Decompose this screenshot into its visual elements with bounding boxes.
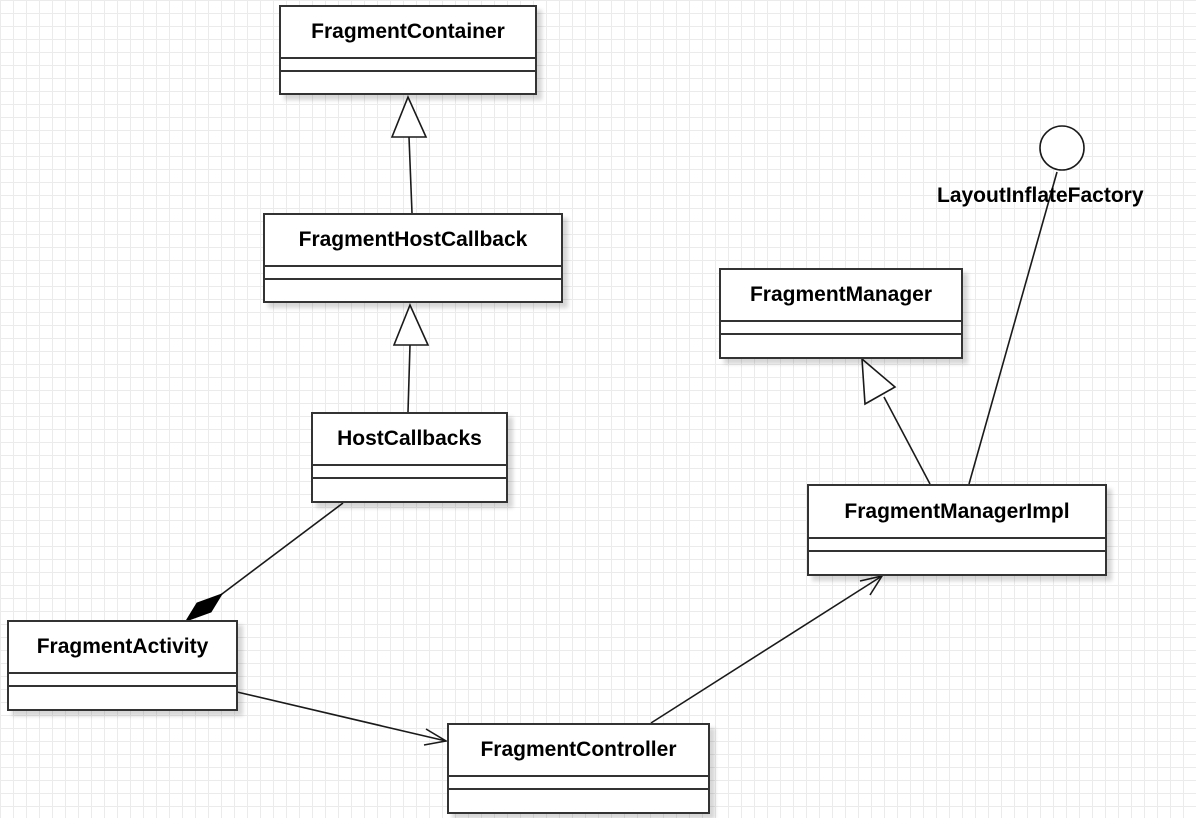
class-attributes-compartment	[449, 777, 708, 790]
class-fragment-manager[interactable]: FragmentManager	[719, 268, 963, 359]
association-activity-to-controller	[236, 691, 447, 742]
class-fragment-manager-impl[interactable]: FragmentManagerImpl	[807, 484, 1107, 576]
generalization-hostcallback-to-container	[408, 136, 413, 214]
class-operations-compartment	[265, 280, 561, 292]
class-attributes-compartment	[721, 322, 961, 335]
class-name: FragmentActivity	[9, 622, 236, 674]
class-operations-compartment	[449, 790, 708, 802]
interface-lollipop-icon	[1039, 125, 1085, 171]
class-attributes-compartment	[809, 539, 1105, 552]
class-attributes-compartment	[313, 466, 506, 479]
class-name: FragmentManagerImpl	[809, 486, 1105, 539]
class-name: FragmentHostCallback	[265, 215, 561, 267]
class-operations-compartment	[281, 72, 535, 84]
class-operations-compartment	[313, 479, 506, 491]
generalization-hostcallbacks-to-hostcallback	[407, 344, 411, 413]
class-name: FragmentController	[449, 725, 708, 777]
association-arrowhead-managerimpl	[859, 574, 884, 596]
class-name: HostCallbacks	[313, 414, 506, 466]
class-name: FragmentManager	[721, 270, 961, 322]
class-operations-compartment	[721, 335, 961, 347]
class-attributes-compartment	[265, 267, 561, 280]
generalization-arrowhead-container	[390, 94, 428, 138]
interface-label-layout-inflate-factory: LayoutInflateFactory	[937, 184, 1144, 207]
class-fragment-container[interactable]: FragmentContainer	[279, 5, 537, 95]
class-attributes-compartment	[281, 59, 535, 72]
class-fragment-controller[interactable]: FragmentController	[447, 723, 710, 814]
composition-activity-to-hostcallbacks	[213, 502, 344, 601]
class-name: FragmentContainer	[281, 7, 535, 59]
composition-diamond	[184, 593, 224, 622]
generalization-managerimpl-to-manager	[883, 396, 931, 485]
class-operations-compartment	[9, 687, 236, 699]
generalization-arrowhead-manager	[861, 357, 897, 406]
association-arrowhead-controller	[423, 728, 449, 746]
class-attributes-compartment	[9, 674, 236, 687]
realization-managerimpl-to-layoutinflatefactory	[968, 171, 1058, 485]
class-fragment-activity[interactable]: FragmentActivity	[7, 620, 238, 711]
class-fragment-host-callback[interactable]: FragmentHostCallback	[263, 213, 563, 303]
association-controller-to-managerimpl	[650, 575, 883, 724]
class-host-callbacks[interactable]: HostCallbacks	[311, 412, 508, 503]
generalization-arrowhead-hostcallback	[392, 302, 430, 346]
class-operations-compartment	[809, 552, 1105, 564]
